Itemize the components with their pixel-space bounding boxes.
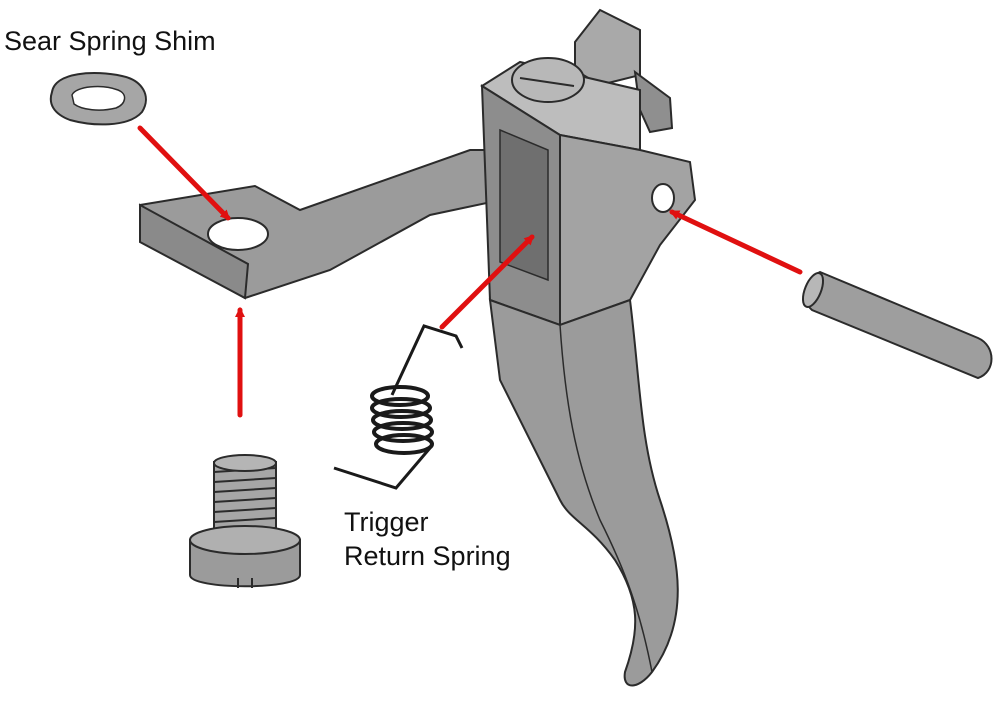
assembly-arrows [137, 125, 803, 418]
arrow-pin-to-trigger [669, 209, 803, 275]
trigger-return-spring-label: Trigger Return Spring [344, 505, 511, 573]
trigger-return-spring-part [333, 324, 464, 490]
trigger-return-spring-label-line1: Trigger [344, 507, 429, 537]
sear-spring-shim-part [49, 72, 147, 126]
pivot-pin-part [801, 270, 993, 380]
arrow-shim-to-sear [137, 125, 231, 221]
arrow-spring-to-trigger [439, 234, 535, 330]
sear-spring-shim-label: Sear Spring Shim [4, 26, 216, 56]
trigger-part [480, 8, 697, 687]
sear-screw-part [189, 454, 301, 588]
sear-lever-part [138, 149, 549, 300]
trigger-return-spring-label-line2: Return Spring [344, 541, 511, 571]
